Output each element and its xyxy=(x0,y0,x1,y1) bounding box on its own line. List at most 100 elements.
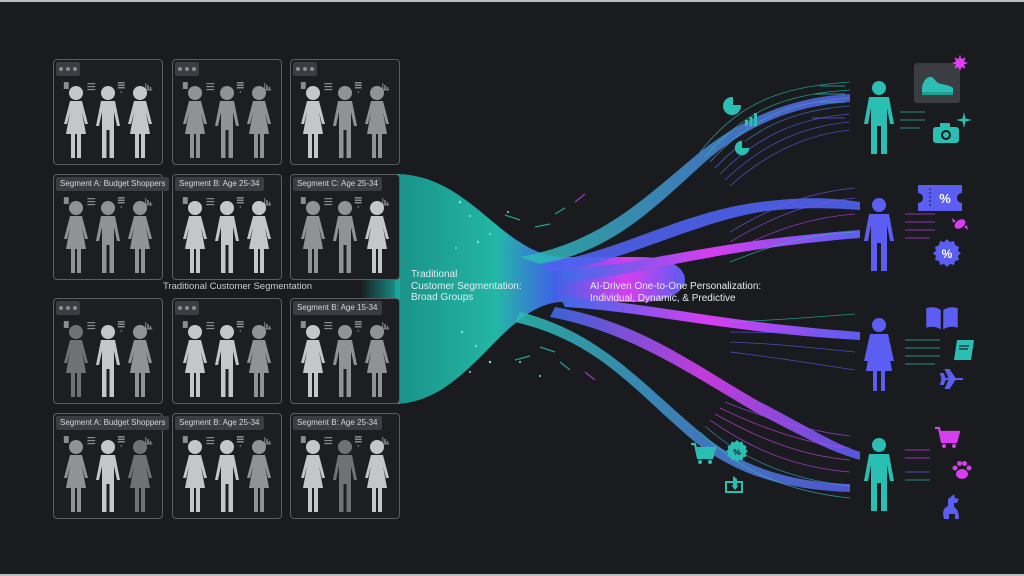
starburst-icon xyxy=(952,55,968,71)
person-female-icon xyxy=(128,325,152,397)
person-female-icon xyxy=(247,86,271,158)
people-group xyxy=(297,199,393,275)
people-group xyxy=(179,84,275,160)
window-dots-icon xyxy=(56,62,80,76)
toolbar-mini-icons xyxy=(63,82,153,93)
people-group xyxy=(179,438,275,514)
person-icon xyxy=(333,86,357,158)
person-icon xyxy=(864,438,894,511)
shopping-cart-icon xyxy=(691,442,716,464)
segment-tab: Segment A: Budget Shoppers xyxy=(56,177,170,191)
person-female-icon xyxy=(365,440,389,512)
camera-icon xyxy=(933,123,959,143)
segment-panel: Segment B: Age 15-34 xyxy=(290,298,400,404)
segment-panel: Segment B: Age 25-34 xyxy=(172,174,282,280)
segment-tab: Segment A: Budget Shoppers xyxy=(56,416,170,430)
sneaker-icon xyxy=(922,76,953,95)
toolbar-mini-icons xyxy=(182,321,272,332)
person-female-icon xyxy=(128,201,152,273)
person-icon xyxy=(215,86,239,158)
person-female-icon xyxy=(64,86,88,158)
person-female-icon xyxy=(64,440,88,512)
people-group xyxy=(60,438,156,514)
person-icon xyxy=(864,198,894,271)
segment-panel: Segment C: Age 25-34 xyxy=(290,174,400,280)
person-female-icon xyxy=(864,318,894,391)
person-female-icon xyxy=(301,86,325,158)
book-icon xyxy=(954,340,974,360)
window-dots-icon xyxy=(56,301,80,315)
person-female-icon xyxy=(301,201,325,273)
person-icon xyxy=(96,325,120,397)
toolbar-mini-icons xyxy=(300,436,390,447)
sneaker-card xyxy=(914,63,960,103)
people-group xyxy=(60,199,156,275)
svg-text:%: % xyxy=(939,191,951,206)
people-group xyxy=(297,323,393,399)
left-caption: Traditional Customer Segmentation xyxy=(163,281,313,292)
bar-chart-icon xyxy=(745,113,757,126)
person-icon xyxy=(215,440,239,512)
person-icon xyxy=(215,325,239,397)
pie-chart-icon xyxy=(723,96,742,115)
segment-panel xyxy=(53,59,163,165)
segment-panel: Segment B: Age 25-34 xyxy=(172,413,282,519)
people-group xyxy=(179,199,275,275)
toolbar-mini-icons xyxy=(63,321,153,332)
person-female-icon xyxy=(247,325,271,397)
toolbar-mini-icons xyxy=(182,197,272,208)
window-dots-icon xyxy=(293,62,317,76)
person-female-icon xyxy=(128,440,152,512)
segment-panel xyxy=(290,59,400,165)
person-female-icon xyxy=(128,86,152,158)
person-female-icon xyxy=(247,201,271,273)
discount-badge-icon: % xyxy=(933,239,961,267)
person-female-icon xyxy=(64,325,88,397)
airplane-icon xyxy=(940,369,963,389)
person-female-icon xyxy=(301,440,325,512)
segment-panel xyxy=(53,298,163,404)
people-group xyxy=(60,323,156,399)
segment-panel: Segment B: Age 25-34 xyxy=(290,413,400,519)
people-group xyxy=(297,84,393,160)
toolbar-mini-icons xyxy=(300,321,390,332)
pie-chart-icon xyxy=(734,140,750,156)
shopping-cart-icon xyxy=(935,426,960,448)
person-icon xyxy=(333,325,357,397)
segment-panel xyxy=(172,59,282,165)
person-icon xyxy=(333,440,357,512)
people-group xyxy=(60,84,156,160)
people-group xyxy=(297,438,393,514)
svg-text:%: % xyxy=(733,447,741,457)
window-dots-icon xyxy=(175,301,199,315)
tap-icon xyxy=(725,476,743,493)
person-female-icon xyxy=(365,201,389,273)
window-dots-icon xyxy=(175,62,199,76)
person-female-icon xyxy=(183,86,207,158)
person-icon xyxy=(96,201,120,273)
person-female-icon xyxy=(64,201,88,273)
candy-icon xyxy=(952,218,968,230)
toolbar-mini-icons xyxy=(182,82,272,93)
segment-tab: Segment C: Age 25-34 xyxy=(293,177,382,191)
segment-tab: Segment B: Age 25-34 xyxy=(293,416,382,430)
person-icon xyxy=(333,201,357,273)
person-icon xyxy=(215,201,239,273)
toolbar-mini-icons xyxy=(182,436,272,447)
person-female-icon xyxy=(365,325,389,397)
segment-tab: Segment B: Age 25-34 xyxy=(175,177,264,191)
toolbar-mini-icons xyxy=(300,82,390,93)
segment-tab: Segment B: Age 25-34 xyxy=(175,416,264,430)
discount-badge-icon: % xyxy=(726,440,748,462)
svg-text:%: % xyxy=(942,247,953,261)
people-group xyxy=(179,323,275,399)
person-female-icon xyxy=(183,325,207,397)
toolbar-mini-icons xyxy=(300,197,390,208)
person-female-icon xyxy=(183,440,207,512)
person-icon xyxy=(864,81,894,154)
person-female-icon xyxy=(301,325,325,397)
person-female-icon xyxy=(365,86,389,158)
toolbar-mini-icons xyxy=(63,436,153,447)
paw-icon xyxy=(952,461,972,479)
